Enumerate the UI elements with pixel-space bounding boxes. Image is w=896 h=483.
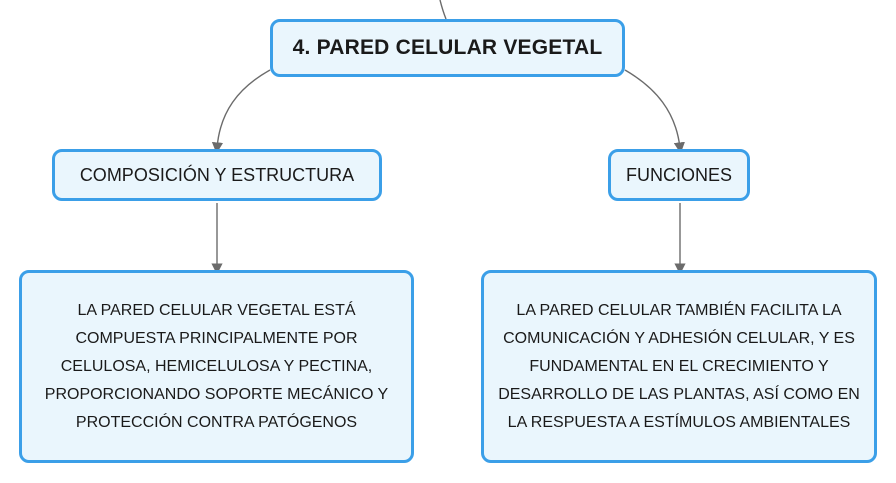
branch-node-composicion[interactable]: COMPOSICIÓN Y ESTRUCTURA <box>52 149 382 201</box>
branch-node-funciones[interactable]: FUNCIONES <box>608 149 750 201</box>
root-to-composicion-connector <box>211 69 271 154</box>
root-to-funciones-connector <box>624 69 685 154</box>
parent-connector <box>439 0 447 20</box>
detail-node-composicion[interactable]: LA PARED CELULAR VEGETAL ESTÁ COMPUESTA … <box>19 270 414 463</box>
detail-text-composicion: LA PARED CELULAR VEGETAL ESTÁ COMPUESTA … <box>44 301 389 431</box>
branch-label-funciones: FUNCIONES <box>625 164 732 185</box>
root-topic-title: 4. PARED CELULAR VEGETAL <box>292 36 603 59</box>
branch-label-composicion: COMPOSICIÓN Y ESTRUCTURA <box>79 164 355 185</box>
root-topic-node[interactable]: 4. PARED CELULAR VEGETAL <box>270 19 625 77</box>
detail-text-funciones: LA PARED CELULAR TAMBIÉN FACILITA LA COM… <box>498 301 860 431</box>
detail-node-funciones[interactable]: LA PARED CELULAR TAMBIÉN FACILITA LA COM… <box>481 270 877 463</box>
